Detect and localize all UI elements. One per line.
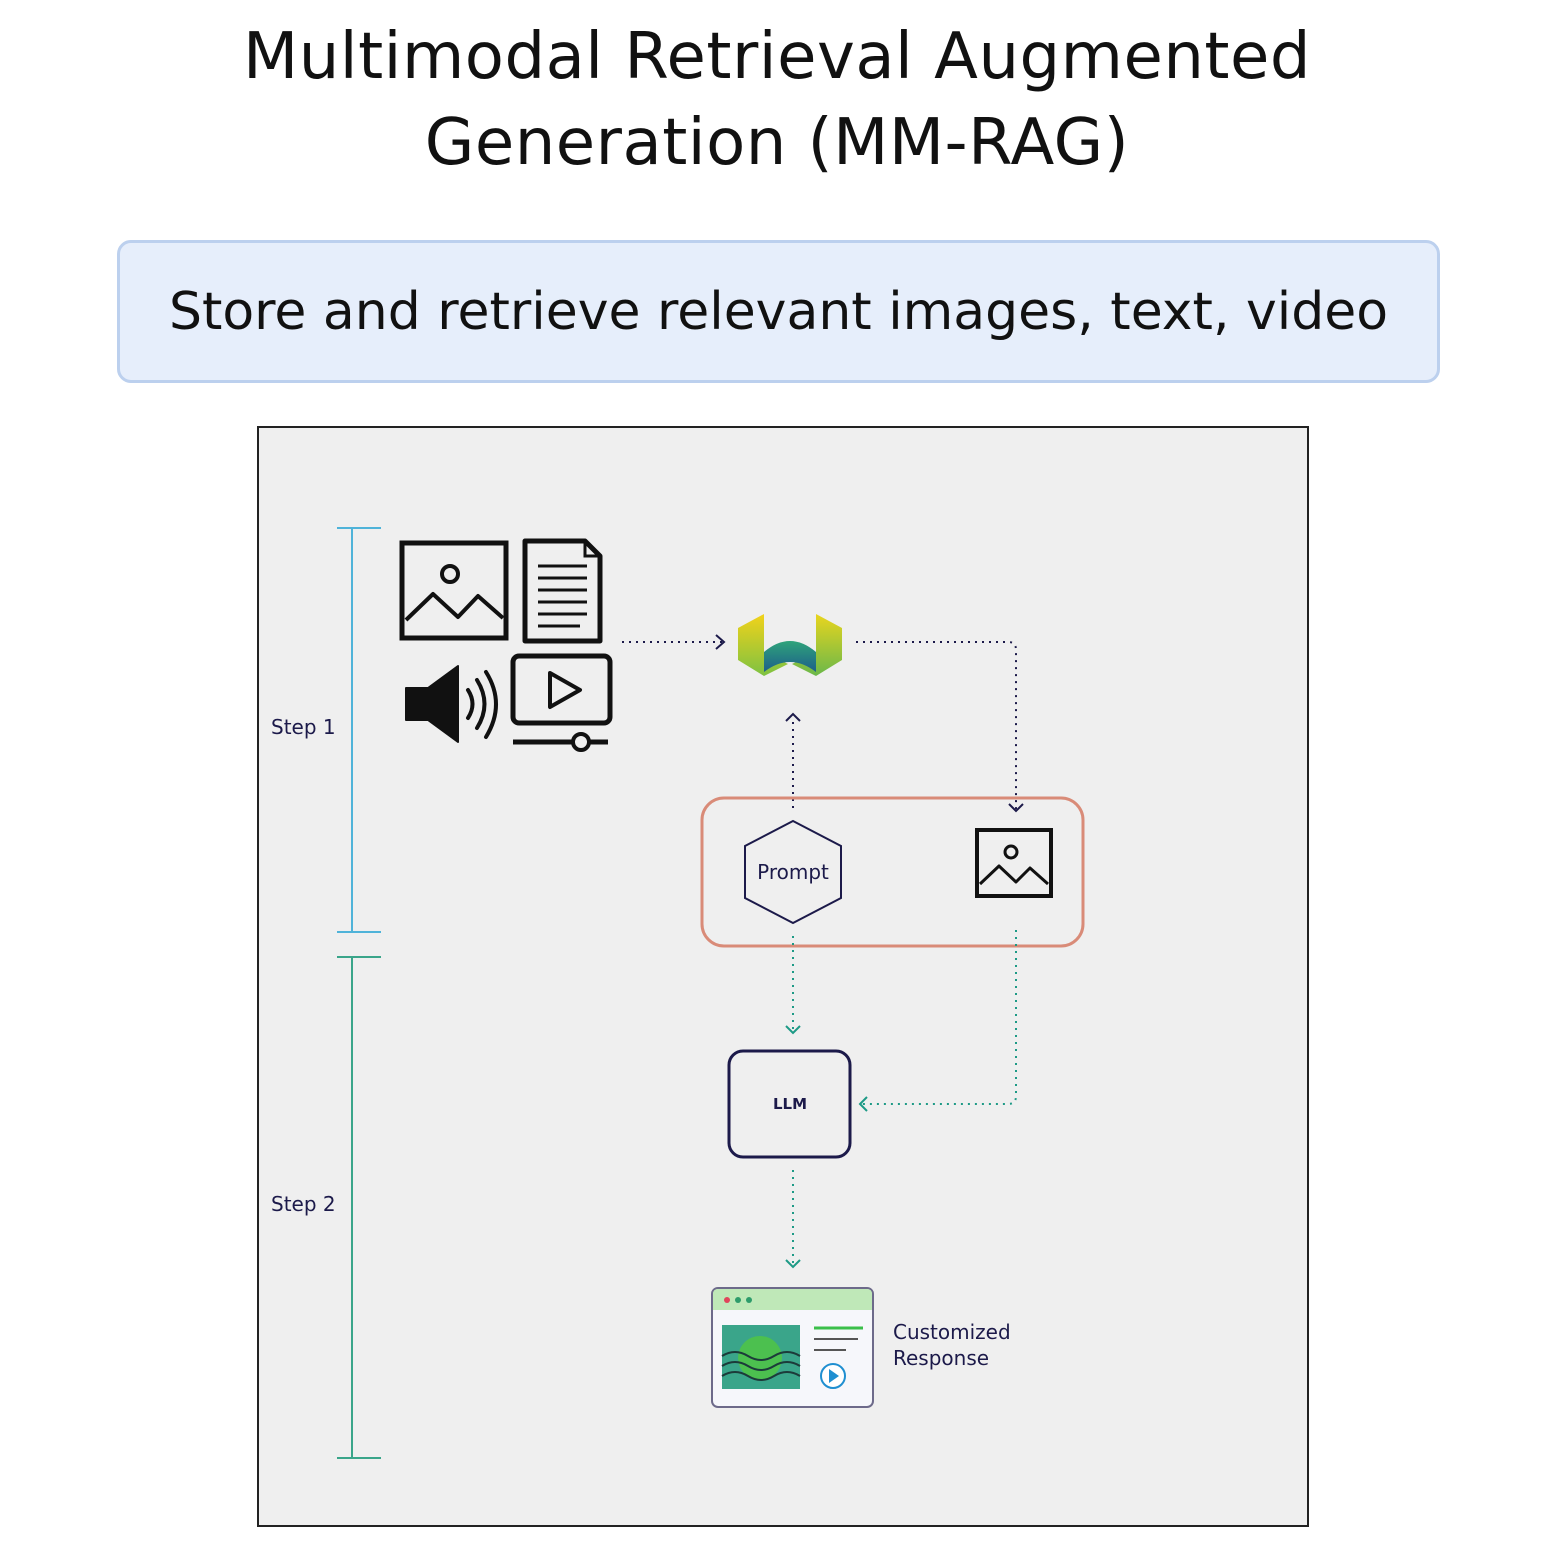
step1-bracket bbox=[337, 527, 381, 933]
retrieved-image-icon bbox=[975, 828, 1053, 898]
prompt-node bbox=[744, 819, 842, 925]
customized-response-window-icon bbox=[711, 1287, 874, 1408]
page-title: Multimodal Retrieval Augmented Generatio… bbox=[0, 14, 1554, 186]
step2-bracket bbox=[337, 956, 381, 1459]
arrow-prompt-to-database bbox=[785, 712, 801, 808]
speaker-icon bbox=[405, 665, 498, 743]
step1-label: Step 1 bbox=[271, 715, 336, 739]
arrow-llm-to-response bbox=[785, 1170, 801, 1269]
title-line-2: Generation (MM-RAG) bbox=[424, 106, 1130, 180]
banner-text: Store and retrieve relevant images, text… bbox=[168, 281, 1389, 342]
response-label-line-1: Customized bbox=[893, 1320, 1011, 1344]
arrow-database-to-retrieved-image bbox=[856, 641, 1024, 813]
prompt-context-group bbox=[700, 796, 1085, 948]
step2-label: Step 2 bbox=[271, 1192, 336, 1216]
image-icon bbox=[399, 540, 509, 641]
title-line-1: Multimodal Retrieval Augmented bbox=[243, 20, 1311, 94]
prompt-label: Prompt bbox=[757, 860, 829, 884]
summary-banner: Store and retrieve relevant images, text… bbox=[117, 240, 1440, 383]
llm-node bbox=[727, 1049, 852, 1159]
video-player-icon bbox=[510, 653, 613, 752]
arrow-image-to-llm bbox=[858, 930, 1017, 1112]
arrow-media-to-database bbox=[622, 634, 726, 650]
document-icon bbox=[522, 538, 603, 644]
vector-database-logo bbox=[738, 614, 842, 676]
arrow-prompt-to-llm bbox=[785, 936, 801, 1035]
llm-label: LLM bbox=[773, 1095, 807, 1113]
response-label-line-2: Response bbox=[893, 1346, 989, 1370]
